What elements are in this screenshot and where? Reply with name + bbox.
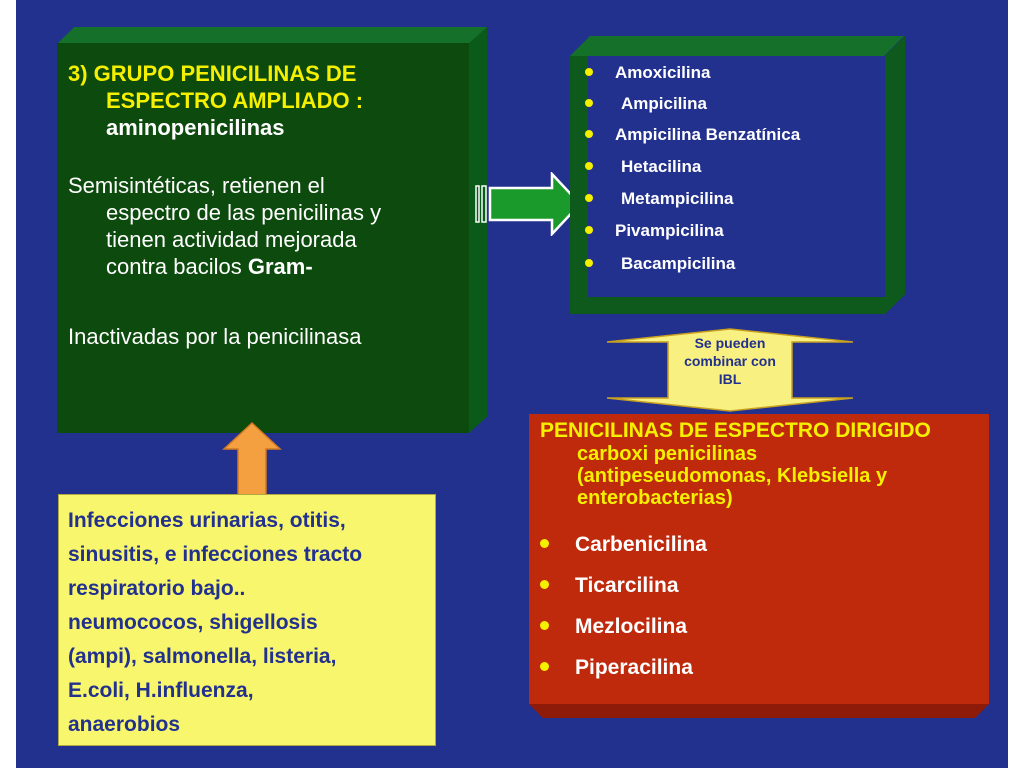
penicilinasa-note: Inactivadas por la penicilinasa <box>68 324 362 349</box>
description-line-4-text: contra bacilos <box>106 254 248 279</box>
list-item: Hetacilina <box>585 155 885 179</box>
indication-line: respiratorio bajo.. <box>68 577 246 600</box>
up-arrow-icon <box>222 421 282 497</box>
indication-line: neumococos, shigellosis <box>68 611 318 634</box>
subtitle-line-2: (antipeseudomonas, Klebsiella y <box>577 465 888 487</box>
gram-negative-label: Gram- <box>247 254 313 279</box>
drug-name: Hetacilina <box>621 157 702 176</box>
carboxipenicilinas-subtitle: carboxi penicilinas (antipeseudomonas, K… <box>577 443 977 509</box>
bullet-icon <box>540 662 549 672</box>
drug-name: Pivampicilina <box>615 221 724 240</box>
drug-name: Ampicilina <box>621 94 707 113</box>
description-line-1: Semisintéticas, retienen el <box>68 173 325 198</box>
drug-name: Metampicilina <box>621 189 734 208</box>
subtitle-line-3: enterobacterias) <box>577 487 733 509</box>
drug-list-frame-right <box>885 36 905 314</box>
right-arrow-icon <box>475 172 582 236</box>
bullet-icon <box>585 226 593 235</box>
bullet-icon <box>585 194 593 203</box>
list-item: Metampicilina <box>585 187 885 211</box>
bullet-icon <box>540 621 549 631</box>
subtitle-line-1: carboxi penicilinas <box>577 443 758 465</box>
drug-name: Amoxicilina <box>615 63 711 82</box>
list-item: Piperacilina <box>540 653 960 683</box>
combine-line-2: combinar con <box>684 353 776 369</box>
list-item: Ticarcilina <box>540 571 960 601</box>
heading-line-1: 3) GRUPO PENICILINAS DE <box>68 61 357 86</box>
bullet-icon <box>585 99 593 108</box>
bullet-icon <box>585 259 593 268</box>
indication-line: (ampi), salmonella, listeria, <box>68 645 337 668</box>
drug-name: Piperacilina <box>575 656 693 679</box>
description-line-3: tienen actividad mejorada <box>106 227 357 252</box>
double-arrow-icon <box>606 328 854 412</box>
bullet-icon <box>540 580 549 590</box>
aminopenicilinas-drug-list <box>588 56 885 297</box>
drug-name: Bacampicilina <box>621 254 736 273</box>
drug-list-frame-bottom <box>570 297 885 314</box>
combine-line-3: IBL <box>718 371 742 387</box>
aminopenicilinas-description: Semisintéticas, retienen el espectro de … <box>68 172 463 280</box>
combine-line-1: Se pueden <box>694 335 766 351</box>
drug-name: Carbenicilina <box>575 533 707 556</box>
aminopenicilinas-box <box>57 43 469 433</box>
list-item: Ampicilina <box>585 92 885 116</box>
aminopenicilinas-heading: 3) GRUPO PENICILINAS DE ESPECTRO AMPLIAD… <box>68 60 463 141</box>
green-box-top-bevel <box>57 27 487 44</box>
bullet-icon <box>585 68 593 77</box>
drug-name: Ticarcilina <box>575 574 679 597</box>
list-item: Bacampicilina <box>585 252 885 276</box>
drug-list-frame-top <box>570 36 904 56</box>
espectro-dirigido-box <box>529 414 989 704</box>
indications-box <box>58 494 436 746</box>
indication-line: anaerobios <box>68 713 181 736</box>
indication-line: E.coli, H.influenza, <box>68 679 254 702</box>
drug-name: Mezlocilina <box>575 615 688 638</box>
espectro-dirigido-title: PENICILINAS DE ESPECTRO DIRIGIDO <box>540 419 931 442</box>
green-box-right-bevel <box>469 27 487 433</box>
list-item: Amoxicilina <box>585 61 885 85</box>
bullet-icon <box>540 539 549 549</box>
indication-line: sinusitis, e infecciones tracto <box>68 543 363 566</box>
list-item: Ampicilina Benzatínica <box>585 123 885 147</box>
indication-line: Infecciones urinarias, otitis, <box>68 509 346 532</box>
description-line-2: espectro de las penicilinas y <box>106 200 382 225</box>
bullet-icon <box>585 162 593 171</box>
list-item: Mezlocilina <box>540 612 960 642</box>
description-line-4: contra bacilos Gram- <box>68 253 463 280</box>
heading-line-2: ESPECTRO AMPLIADO : <box>106 88 364 113</box>
list-item: Carbenicilina <box>540 530 960 560</box>
drug-name: Ampicilina Benzatínica <box>615 125 801 144</box>
list-item: Pivampicilina <box>585 219 885 243</box>
indications-text: Infecciones urinarias, otitis, sinusitis… <box>68 504 430 742</box>
red-box-bottom-bevel <box>529 704 989 718</box>
drug-list-frame-left <box>570 56 588 314</box>
heading-line-3: aminopenicilinas <box>106 115 285 140</box>
bullet-icon <box>585 130 593 139</box>
combine-with-ibl-label: Se pueden combinar con IBL <box>665 334 795 388</box>
